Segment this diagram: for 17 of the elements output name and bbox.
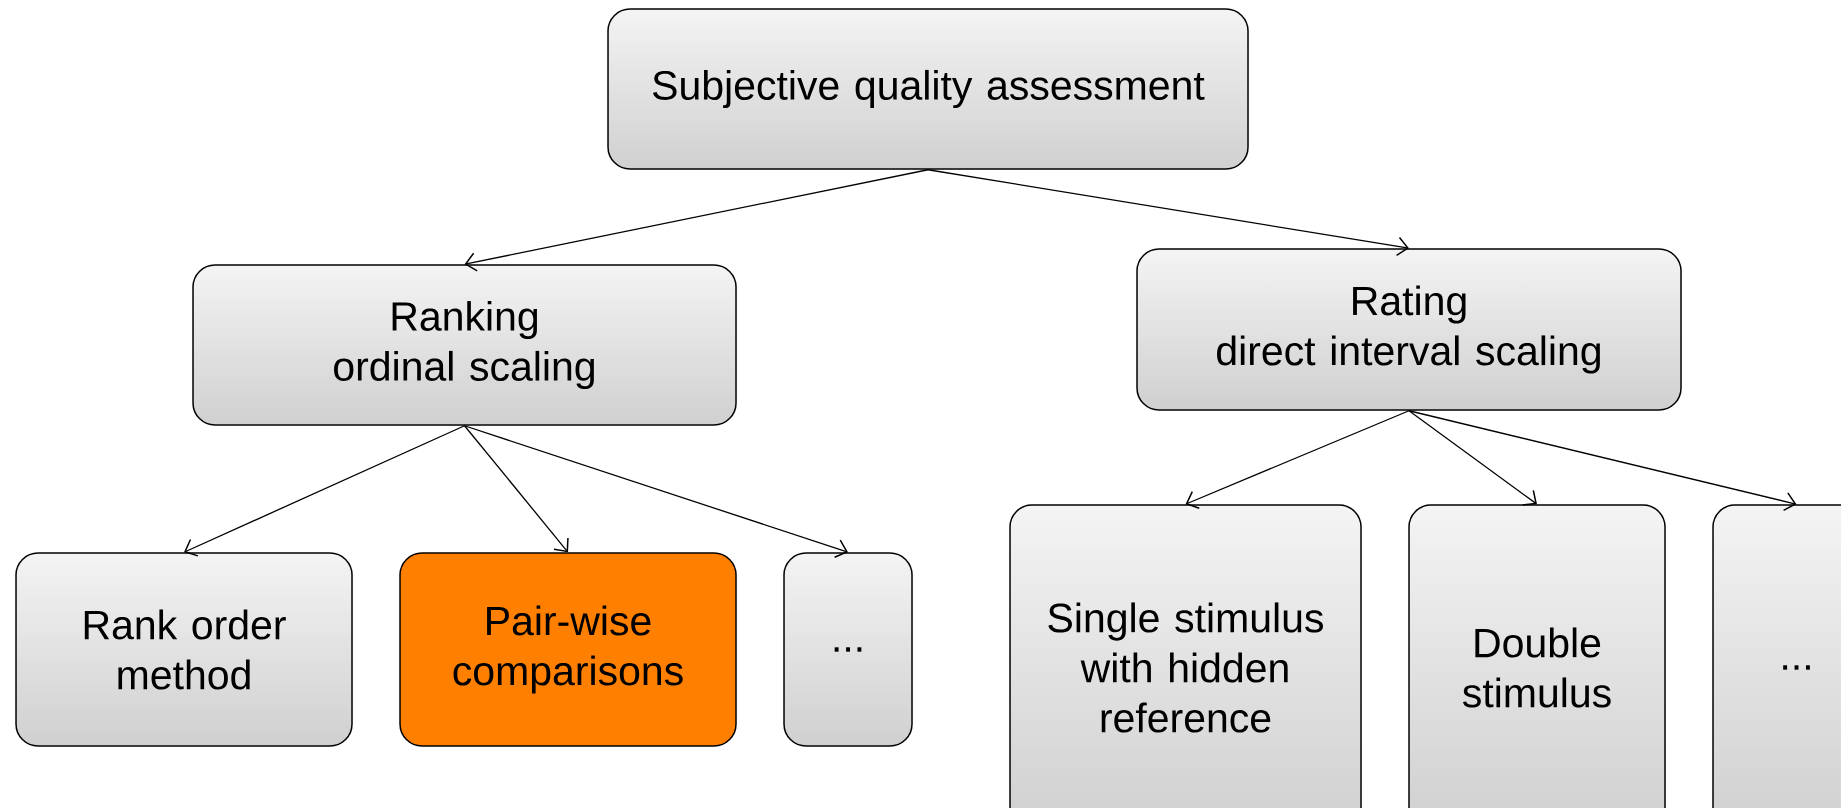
arrow: [1408, 410, 1797, 512]
process-box: Rating direct interval scaling: [1136, 248, 1682, 411]
process-box: ...: [1712, 504, 1841, 808]
process-box: Ranking ordinal scaling: [192, 264, 737, 426]
arrow: [463, 425, 848, 559]
process-box: ...: [783, 552, 913, 747]
process-box: Subjective quality assessment: [607, 8, 1249, 170]
arrow: [1185, 410, 1410, 509]
arrow: [1408, 410, 1537, 506]
arrow: [464, 169, 929, 272]
process-box: Rank order method: [15, 552, 353, 747]
arrow: [463, 425, 569, 553]
arrow: [927, 169, 1409, 257]
arrow: [184, 425, 466, 557]
highlighted-box: Pair-wise comparisons: [399, 552, 737, 747]
process-box: Double stimulus: [1408, 504, 1666, 808]
process-box: Single stimulus with hidden reference: [1009, 504, 1362, 808]
